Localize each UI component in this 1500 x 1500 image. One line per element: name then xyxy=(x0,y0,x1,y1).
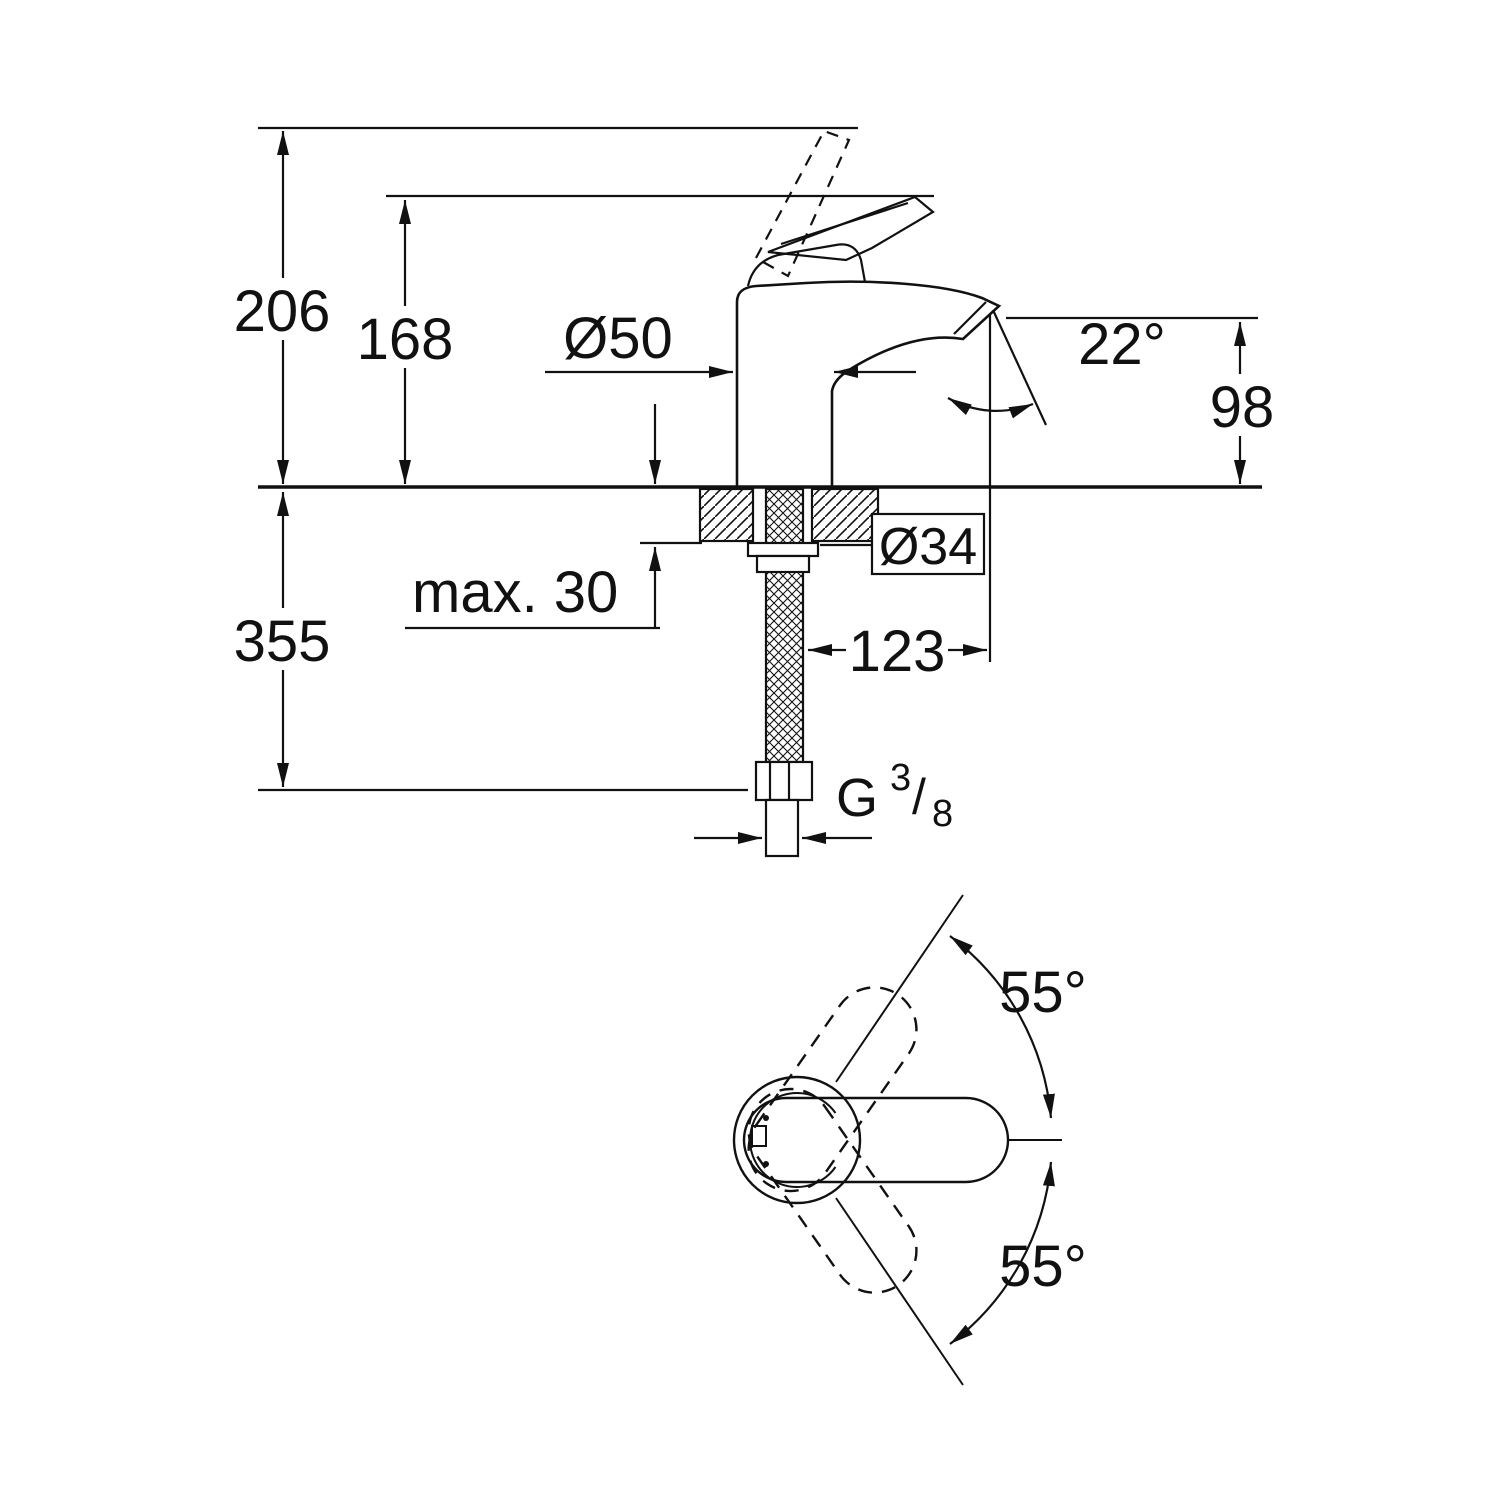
swivel-lower-label: 55° xyxy=(999,1234,1087,1299)
spout-angle-stream-line xyxy=(992,309,1047,426)
lever-top-view-down-dashed xyxy=(747,1087,918,1294)
dimension-below-deck: 355 xyxy=(222,492,342,787)
dim-206-label: 206 xyxy=(234,279,331,344)
dimension-max-deck-thickness: max. 30 xyxy=(405,404,702,630)
thread-slash: / xyxy=(912,769,926,825)
dim-355-label: 355 xyxy=(234,609,331,674)
dim-168-label: 168 xyxy=(357,307,454,372)
deck-slab-right xyxy=(810,487,880,543)
swivel-boundary-upper xyxy=(835,894,964,1083)
dimension-total-height: 206 xyxy=(222,131,342,484)
lever-handle xyxy=(746,195,935,287)
dimension-spout-height: 98 xyxy=(1200,322,1284,484)
dim-98-label-bg xyxy=(1200,374,1284,436)
deck-slab-left xyxy=(698,487,755,543)
supply-hose-assembly xyxy=(746,487,820,858)
dim-355-label-bg xyxy=(222,608,342,670)
hose-end-tube xyxy=(764,798,800,858)
thread-denominator: 8 xyxy=(932,793,953,835)
thread-size-label: G 3 / 8 xyxy=(836,757,953,835)
dimension-base-diameter: Ø50 xyxy=(545,306,916,378)
swivel-arc-lower xyxy=(949,1161,1055,1345)
dimension-swivel-upper: 55° xyxy=(949,935,1087,1119)
top-view-lever-swivel: 55° 55° xyxy=(732,894,1087,1386)
dimension-swivel-lower: 55° xyxy=(949,1161,1087,1345)
dim-dia34-box xyxy=(870,512,986,576)
swivel-upper-label: 55° xyxy=(999,960,1087,1025)
dim-123-label: 123 xyxy=(849,619,946,684)
dim-168-label-bg xyxy=(345,306,465,368)
dim-22deg-label: 22° xyxy=(1078,312,1166,377)
dim-max30-label: max. 30 xyxy=(412,560,618,625)
lever-top-view-center xyxy=(742,1096,1010,1184)
lever-dome xyxy=(746,243,867,287)
mounting-washer xyxy=(746,541,820,558)
swivel-arc-upper xyxy=(949,935,1055,1119)
thread-letter: G xyxy=(836,768,878,828)
dimension-lever-height: 168 xyxy=(345,200,465,484)
body-top-view-inner-arc xyxy=(749,1092,837,1188)
cartridge-detail xyxy=(751,1125,767,1147)
lever-blade xyxy=(767,195,935,262)
mounting-nut xyxy=(755,554,811,574)
braided-hose xyxy=(764,487,805,764)
faucet-body-outline xyxy=(735,280,1002,487)
lever-blade-top-line xyxy=(780,201,909,246)
dimension-hole-diameter: Ø34 xyxy=(820,512,986,576)
dim-dia50-label: Ø50 xyxy=(563,306,673,371)
swivel-boundary-lower xyxy=(835,1197,964,1386)
lever-top-view-up-dashed xyxy=(747,986,918,1193)
spout-angle-arc xyxy=(947,397,1034,419)
thread-numerator: 3 xyxy=(890,757,911,799)
body-top-view-circle xyxy=(732,1075,862,1205)
dim-206-label-bg xyxy=(222,278,342,340)
dim-dia34-label: Ø34 xyxy=(879,518,977,576)
lever-handle-raised-dashed xyxy=(754,129,851,278)
detail-dot-top xyxy=(763,1115,769,1121)
side-view: 206 168 355 98 Ø50 Ø xyxy=(222,126,1284,858)
aerator-face-line xyxy=(953,301,987,335)
dimension-spout-reach: 123 xyxy=(808,619,987,684)
hose-connector-nut xyxy=(754,760,814,802)
dim-98-label: 98 xyxy=(1210,375,1275,440)
dimension-spout-angle: 22° xyxy=(947,309,1166,426)
